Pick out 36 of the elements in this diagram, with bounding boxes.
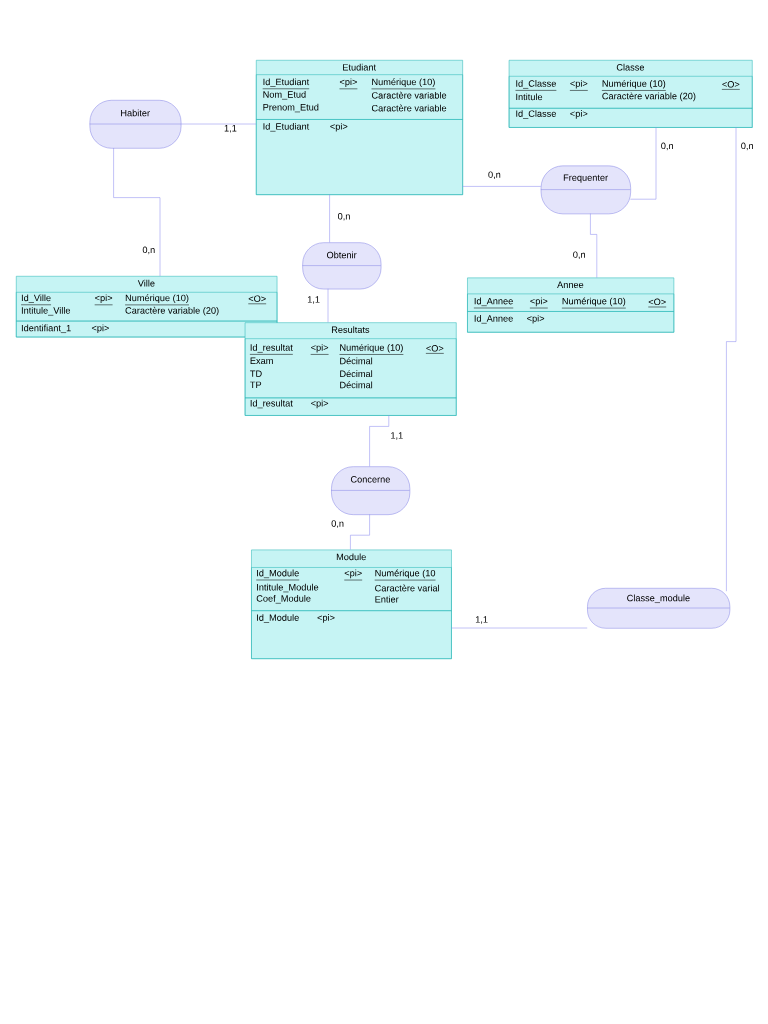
connector-line <box>329 194 330 243</box>
cardinality-label: 0,n <box>488 171 501 179</box>
association-box: Classe_module <box>586 588 731 629</box>
connector-line <box>590 213 598 278</box>
association-box: Frequenter <box>540 165 631 215</box>
cardinality-label: 0,n <box>142 246 155 255</box>
attribute-section: Id_Annee <pi> Numérique (10) <O> <box>467 293 675 312</box>
connector-line <box>462 186 542 187</box>
attribute-section: Id_Ville <pi> Numérique (10) <O> Intitule_Ville Caractère variable (20) <box>16 292 278 322</box>
connector-line <box>369 414 390 467</box>
connector-line <box>350 514 370 550</box>
identifier-section: Identifiant_1 <pi> <box>16 320 278 338</box>
connector-line <box>113 147 161 277</box>
connector-line <box>726 126 737 592</box>
cardinality-label: 1,1 <box>475 616 488 624</box>
identifier-section: Id_Classe <pi> <box>508 108 753 128</box>
identifier-section: Id_Annee <pi> <box>467 311 675 333</box>
association-box: Concerne <box>330 466 411 515</box>
attribute-section: Id_Classe <pi> Numérique (10) <O> Intitule Caractère variable (20) <box>508 76 753 109</box>
association-box: Obtenir <box>302 242 382 290</box>
cardinality-label: 0,n <box>573 251 585 259</box>
attribute-section: Id_Etudiant <pi> Numérique (10) Nom_Etud Caractère variable Prenom_Etud Caractère variable <box>256 74 463 120</box>
cardinality-label: 0,n <box>741 142 753 151</box>
identifier-section: Id_Module <pi> <box>251 610 452 659</box>
attribute-section: Id_resultat <pi> Numérique (10) <O> Exam Décimal TD Décimal TP Décimal <box>244 338 457 399</box>
cardinality-label: 0,n <box>337 213 350 221</box>
cardinality-label: 0,n <box>661 142 673 151</box>
identifier-section: Id_Etudiant <pi> <box>256 119 463 195</box>
identifier-section: Id_resultat <pi> <box>244 397 457 416</box>
cardinality-label: 1,1 <box>307 296 320 304</box>
attribute-section: Id_Module <pi> Numérique (10 Intitule_Module Caractère varial Coef_Module Entier <box>251 567 452 611</box>
cardinality-label: 1,1 <box>224 125 237 133</box>
cardinality-label: 0,n <box>331 520 344 528</box>
cardinality-label: 1,1 <box>391 432 403 440</box>
connector-line <box>630 126 657 200</box>
association-box: Habiter <box>89 100 182 149</box>
